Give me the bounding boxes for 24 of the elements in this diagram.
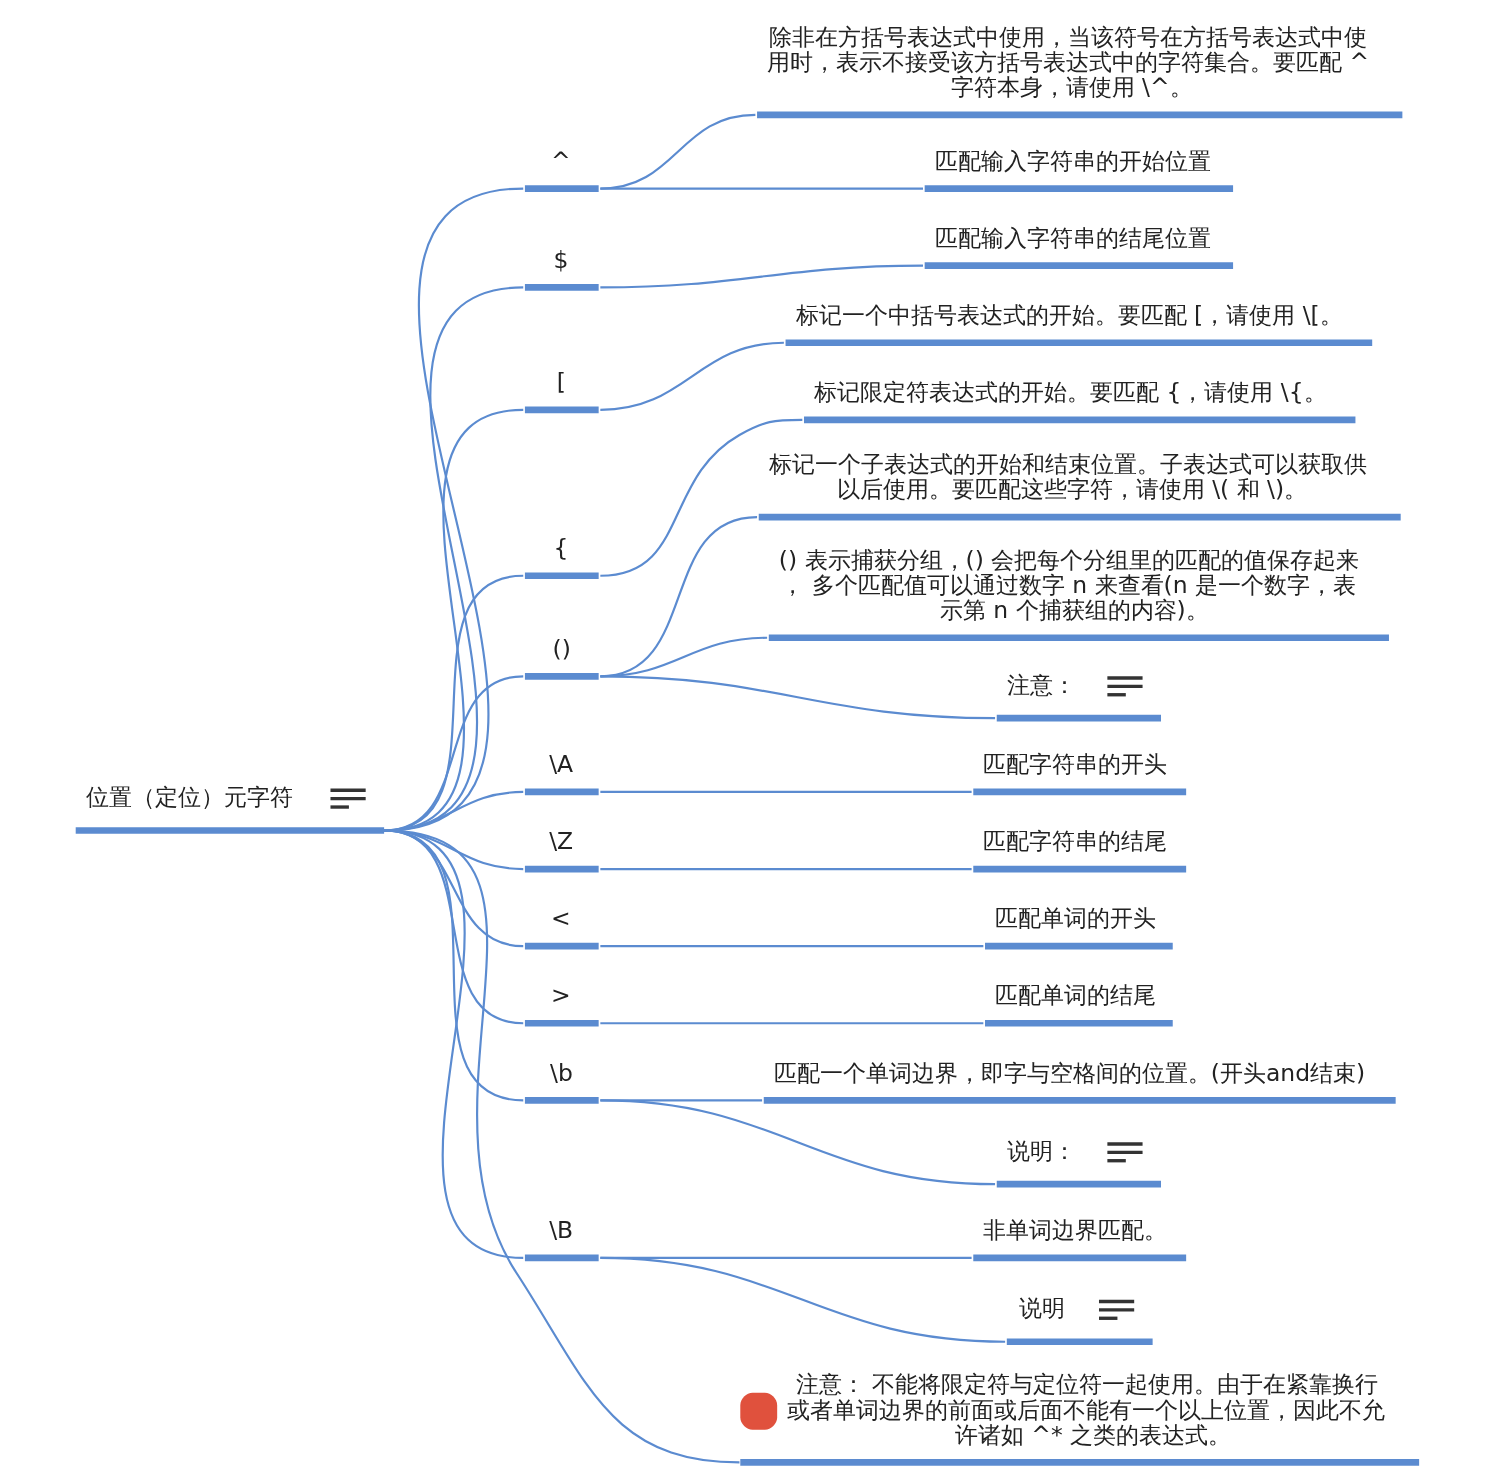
node-label: $ [553,245,569,274]
node-label: 匹配单词的结尾 [995,981,1157,1010]
node-label: \B [549,1216,574,1245]
node-label: 匹配一个单词边界，即字与空格间的位置。(开头and结束) [773,1058,1366,1087]
node-label: () 表示捕获分组，() 会把每个分组里的匹配的值保存起来， 多个匹配值可以通过数字 n 来查看(n 是一个数字，表示第 n 个捕获组的内容)。 [778,545,1360,624]
node-label: > [550,981,571,1010]
node-label: { [553,533,569,562]
node-label: 标记限定符表达式的开始。要匹配 {，请使用 \{。 [814,378,1327,407]
node-label: () [552,634,571,663]
node-label: \Z [549,827,574,856]
node-label: \b [550,1058,573,1087]
node-label: 匹配字符串的开头 [983,750,1168,779]
node-label: 除非在方括号表达式中使用，当该符号在方括号表达式中使用时，表示不接受该方括号表达式中的字符集合。要匹配 ^ 字符本身，请使用 \^。 [767,22,1370,102]
node-label: 非单词边界匹配。 [983,1216,1168,1245]
node-label: 匹配字符串的结尾 [983,827,1168,856]
node-label: 匹配单词的开头 [995,904,1157,933]
node-label: 标记一个子表达式的开始和结束位置。子表达式可以获取供以后使用。要匹配这些字符，请使用 \( 和 \)。 [768,450,1367,504]
node-label: 标记一个中括号表达式的开始。要匹配 [，请使用 \[。 [795,300,1343,329]
node-label: ^ [550,146,571,175]
node-label: < [550,904,571,933]
node-label: 匹配输入字符串的开始位置 [934,146,1211,175]
node-label: [ [556,368,566,397]
node-label: \A [549,750,574,779]
node-label: 匹配输入字符串的结尾位置 [934,223,1211,252]
